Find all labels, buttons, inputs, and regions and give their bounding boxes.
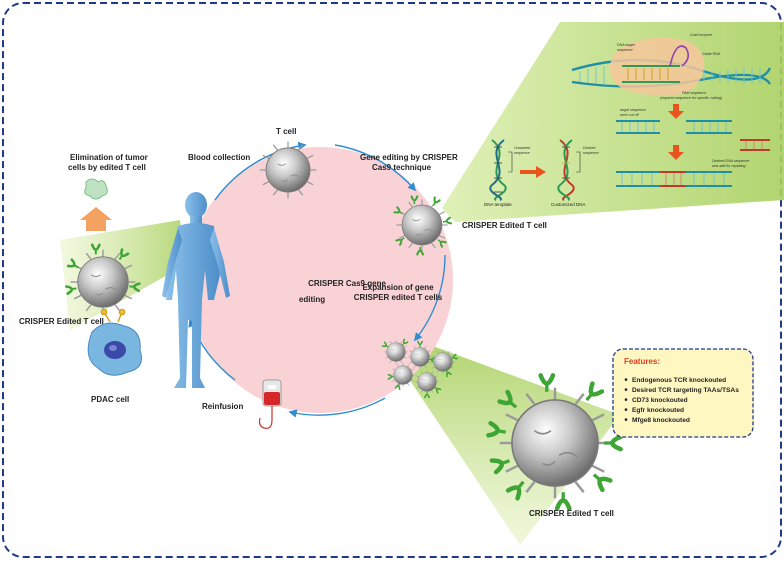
target-cut-label: target sequence [620,108,646,112]
feature-bullet-4 [624,418,628,421]
feature-item-2: CD73 knockouted [632,397,688,404]
outer-frame [2,2,782,558]
feature-bullet-1 [624,388,628,391]
target-cut-label-2: were cut off [620,113,640,117]
dna-template-label: DNA template [484,202,512,207]
desired-add-label: Desired DNA sequence [712,159,749,163]
desired-add-label-2: was add for repairing [712,164,746,168]
elimination-label-2: cells by edited T cell [68,163,146,172]
desired-dna-piece [740,139,770,151]
expansion-label-2: CRISPER edited T cells [354,293,443,302]
desired-sequence-label: Desired [583,146,596,150]
blood-bag-icon [258,379,282,429]
down-arrow-1 [668,104,684,119]
cycle-arrow-bottom [288,397,386,418]
gene-editing-label-1: Gene editing by CRISPER [360,153,458,162]
cut-dna-strands [616,120,732,134]
feature-item-1: Desired TCR targeting TAAs/TSAs [632,387,739,394]
feature-item-0: Endogenous TCR knockouted [632,377,726,384]
feature-bullet-3 [624,408,628,411]
desired-bracket [576,151,581,173]
expansion-label-1: Expansion of gene [362,283,434,292]
desired-sequence-label-2: sequence [583,151,599,155]
feature-item-3: Egfr knockouted [632,407,684,414]
gene-editing-label-2: Cas9 technique [372,163,432,172]
pdac-cell-icon [87,322,142,376]
unwanted-sequence-label: Unwanted [514,146,531,150]
center-title-line1: CRISPER Cas9 gene [308,279,386,288]
binding-links [100,308,126,323]
unwanted-bracket [508,151,513,173]
customized-dna-label: Customized DNA [551,202,586,207]
t-cell-label: T cell [276,127,296,136]
cas9-label: Cas9 enzyme [690,33,712,37]
cycle-arrow-top [214,141,307,201]
customized-dna-helix [557,139,575,201]
edited-t-cell-bottom [488,375,620,508]
feature-bullet-2 [624,398,628,401]
pam-label: PAM sequence [682,91,706,95]
cone-bottom [395,345,620,545]
cycle-arrow-right [413,254,446,342]
dna-target-label: DNA target [617,43,636,47]
pam-label-2: (required sequence for specific cutting) [660,96,722,100]
repaired-dna-strand [616,171,732,187]
unwanted-sequence-label-2: sequence [514,151,530,155]
reinfusion-label: Reinfusion [202,402,243,411]
guide-rna-label: Guide RNA [702,52,721,56]
human-body-icon [162,192,230,388]
pdac-cell-label: PDAC cell [91,395,129,404]
edited-t-cell-bottom-label: CRISPER Edited T cell [529,509,614,518]
feature-bullet-0 [624,378,628,381]
elimination-label-1: Elimination of tumor [70,153,148,162]
edited-t-cell-right-label: CRISPER Edited T cell [462,221,547,230]
dna-target-label-2: sequence [617,48,633,52]
feature-item-4: Mfge8 knockouted [632,417,690,424]
guide-rna-loop [669,45,690,67]
center-title-line2: editing [299,295,325,304]
dead-tumor-cell-icon [84,178,108,200]
features-box: Features: Endogenous TCR knockoutedDesir… [612,348,754,438]
elimination-up-arrow [80,207,112,231]
edited-t-cell-left-label: CRISPER Edited T cell [19,317,104,326]
features-title: Features: [624,357,660,366]
blood-collection-label: Blood collection [188,153,250,162]
dna-editing-panel: Unwanted sequence Desired sequence DNA t… [484,33,772,207]
down-arrow-2 [668,145,684,160]
dna-orange-arrow [520,166,546,178]
cycle-arrow-right-top [334,144,417,192]
dna-template-helix [489,139,507,201]
